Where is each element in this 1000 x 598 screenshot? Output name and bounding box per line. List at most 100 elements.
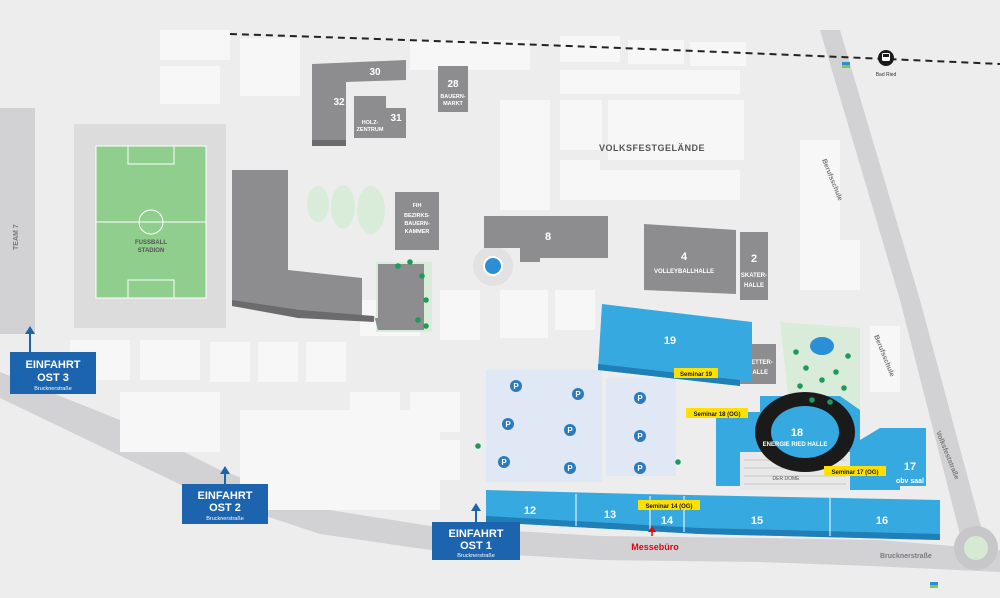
tree-icon [819,377,825,383]
parking-icon [634,392,646,404]
building-30-label: 30 [369,67,381,78]
hall-14-label: 14 [661,515,674,527]
tree-icon [793,349,799,355]
tree-icon [423,323,429,329]
fih-label-line2: BEZIRKS- [404,213,430,219]
tree-icon [797,383,803,389]
tree-icon [419,273,425,279]
stadium-label-line1: FUSSBALL [135,240,167,246]
tree-icon [845,353,851,359]
pond [810,337,834,355]
parking-symbol: P [567,464,573,473]
bauernmarkt-label-line1: BAUERN- [440,94,466,100]
kletterhalle-label-line2: HALLE [748,370,768,376]
hall-18-label: 18 [791,427,803,439]
tree-icon [827,399,833,405]
entrance-ost-2-title2: OST 2 [209,502,241,514]
seminar-14-label: Seminar 14 (OG) [645,504,692,510]
entrance-ost-2[interactable]: EINFAHRT OST 2 Brucknerstraße [182,466,268,524]
parking-icon [564,462,576,474]
seminar-18-label: Seminar 18 (OG) [693,412,740,418]
hall-13-label: 13 [604,509,616,521]
skaterhalle-label-line2: HALLE [744,283,764,289]
seminar-19-tag [674,368,718,378]
fountain [483,256,503,276]
hall-16-label: 16 [876,515,888,527]
parking-icon [564,424,576,436]
building-31-label: 31 [390,113,402,124]
parking-icon [498,456,510,468]
tree-icon [415,317,421,323]
street-team7: TEAM 7 [13,224,20,250]
parking-symbol: P [505,420,511,429]
road-team7 [0,108,35,334]
tree-icon [423,297,429,303]
skaterhalle-label-line1: SKATER- [741,273,767,279]
roundabout-east-island [964,536,988,560]
entrance-ost-3-title1: EINFAHRT [26,359,81,371]
parking-icon [502,418,514,430]
entrance-ost-1[interactable]: EINFAHRT OST 1 Brucknerstraße [432,503,520,560]
tree-icon [809,397,815,403]
building-2-label: 2 [751,253,757,265]
hall-17-brand: obv saal [896,478,924,485]
hall-19-label: 19 [664,335,676,347]
building-28-label: 28 [447,79,459,90]
der-dome-label: DER DOME [773,476,801,482]
fih-label-line3: BAUERN- [404,221,430,227]
entrance-ost-1-street: Brucknerstraße [457,553,495,559]
tree-icon [395,263,401,269]
fussball-stadion: FUSSBALL STADION [74,124,226,328]
parking-symbol: P [501,458,507,467]
parking-symbol: P [637,464,643,473]
seminar-17-label: Seminar 17 (OG) [831,470,878,476]
station-label: Bad Ried [876,72,897,78]
marker-south [930,582,938,585]
railway-line [229,33,1000,65]
district-label: VOLKSFESTGELÄNDE [599,143,705,153]
trees [395,259,851,465]
tree-icon [833,369,839,375]
parking-icon [634,430,646,442]
hall-17-label: 17 [904,461,916,473]
hall-19 [598,304,752,386]
seminar-14-tag [638,500,700,510]
parking-symbol: P [513,382,519,391]
entrance-ost-3-title2: OST 3 [37,372,69,384]
parking-icon [634,462,646,474]
street-brucknerstrasse: Brucknerstraße [880,553,932,560]
parking-symbol: P [575,390,581,399]
building-32-label: 32 [333,97,345,108]
tree-icon [475,443,481,449]
hall-18-name: ENERGIE RIED HALLE [763,442,828,448]
marker-north-green [842,65,850,68]
parking-icon [572,388,584,400]
stadium-label-line2: STADION [138,248,165,254]
entrance-ost-1-title1: EINFAHRT [449,528,504,540]
marker-north [842,62,850,65]
train-icon [878,50,894,66]
tree-icon [675,459,681,465]
seminar-19-label: Seminar 19 [680,372,713,378]
entrance-ost-3-street: Brucknerstraße [34,386,72,392]
parking-icon [510,380,522,392]
building-4-label: 4 [681,251,688,263]
seminar-17-tag [824,466,886,476]
parking-symbol: P [637,394,643,403]
seminar-18-tag [686,408,748,418]
messebuero-label: Messebüro [631,542,679,552]
fih-label-line4: KAMMER [405,229,430,235]
parking-symbol: P [567,426,573,435]
tree-icon [803,365,809,371]
entrance-ost-2-title1: EINFAHRT [198,490,253,502]
hall-12-label: 12 [524,505,536,517]
building-8-label: 8 [545,231,551,243]
entrance-ost-2-street: Brucknerstraße [206,516,244,522]
tree-icon [407,259,413,265]
hall-15-label: 15 [751,515,763,527]
messebuero-marker[interactable]: Messebüro [631,526,679,552]
entrance-ost-3[interactable]: EINFAHRT OST 3 Brucknerstraße [10,326,96,394]
road-volksfeststrasse [820,30,990,566]
